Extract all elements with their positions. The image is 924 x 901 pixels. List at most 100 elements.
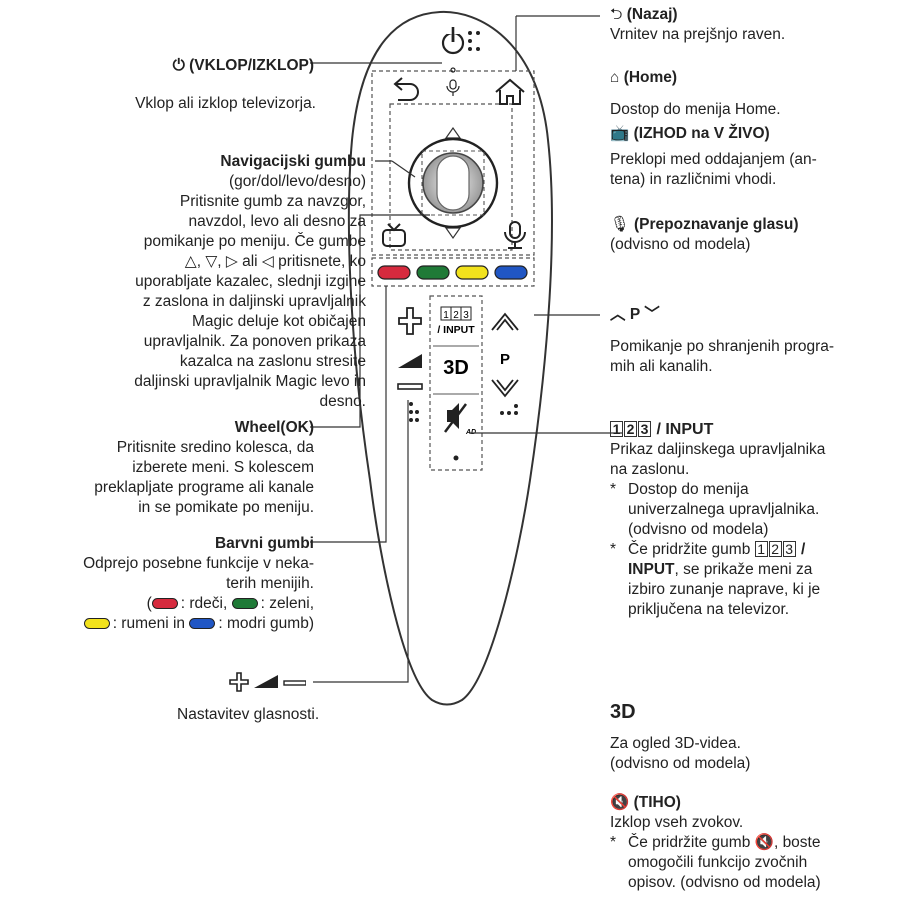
mute-inline-icon: 🔇 [754,834,774,851]
program-line: Pomikanje po shranjenih progra- [610,338,835,355]
wheel-line: izberete meni. S kolescem [132,459,314,476]
color-legend-row-2: : rumeni in : modri gumb) [0,614,314,634]
threed-button[interactable]: 3D [443,357,469,379]
wheel-inner-box [421,150,485,216]
yellow-swatch [83,618,110,630]
navigation-title: Navigacijski gumbu [220,153,366,170]
navigation-line: navzdol, levo ali desno za [188,213,366,230]
red-button[interactable] [377,265,411,280]
input-digit-1: 1 [443,310,449,321]
program-down-button[interactable] [491,379,519,398]
volume-desc: Nastavitev glasnosti. [177,706,320,723]
digit-box-1: 1 [610,421,623,437]
program-dots-icon [500,404,518,415]
volume-dots-icon [409,402,419,422]
mic-small-icon [446,67,460,96]
power-button[interactable] [441,27,465,55]
navigation-line: Pritisnite gumb za navzgor, [179,193,366,210]
input-digit-3: 3 [463,310,469,321]
wheel-line: preklapljate programe ali kanale [94,479,314,496]
nav-buttons-box [389,103,513,251]
input-bullet-line: (odvisno od modela) [628,521,769,538]
leader-lines [310,15,622,683]
navigation-subtitle: (gor/dol/levo/desno) [229,173,366,190]
blue-button[interactable] [494,265,528,280]
color-buttons-box [371,257,535,287]
live-section: 📺 (IZHOD na V ŽIVO) Preklopi med oddajan… [610,124,920,190]
navigation-line: △, ▽, ▷ ali ◁ pritisnete, ko [184,253,366,270]
power-icon: ⏻ [172,57,190,74]
live-tv-button[interactable] [382,223,406,247]
voice-button[interactable] [504,221,526,249]
program-up-icon: ︿ [610,306,626,323]
navigation-line: kazalca na zaslonu stresite [179,353,366,370]
threed-title: 3D [610,701,636,723]
navigation-line: Magic deluje kot običajen [191,313,366,330]
green-swatch [231,598,258,610]
yellow-button[interactable] [455,265,489,280]
bottom-buttons-box [429,295,483,471]
program-section: ︿ P ﹀ Pomikanje po shranjenih progra-mih… [610,305,920,377]
color-buttons-line: terih menijih. [226,575,314,592]
color-buttons-section: Barvni gumbi Odprejo posebne funkcije v … [0,534,314,634]
volume-down-button[interactable] [397,383,423,390]
volume-icon [398,354,422,368]
home-icon: ⌂ [610,69,620,86]
navigation-line: upravljalnik. Za ponoven prikaza [143,333,366,350]
input-button-label: / INPUT [437,324,475,336]
live-line: tena) in različnimi vhodi. [610,171,777,188]
back-icon: ⮌ [610,6,623,23]
wheel-section: Wheel(OK) Pritisnite sredino kolesca, da… [0,418,314,518]
live-line: Preklopi med oddajanjem (an- [610,151,817,168]
navigation-line: uporabljate kazalec, slednji izgine [135,273,366,290]
navigation-line: daljinski upravljalnik Magic levo in [134,373,366,390]
digit-box-2: 2 [624,421,637,437]
live-tv-icon: 📺 [610,125,630,142]
program-label: P [500,351,510,368]
digit-box-3: 3 [638,421,651,437]
back-section: ⮌ (Nazaj) Vrnitev na prejšnjo raven. [610,6,786,43]
navigation-line: pomikanje po meniju. Če gumbe [143,233,366,250]
power-dots-icon [468,31,480,51]
input-bullet-line: univerzalnega upravljalnika. [628,501,820,518]
navigation-line: z zaslona in daljinski upravljalnik [142,293,366,310]
input-bullet-line: Dostop do menija [628,481,749,498]
voice-section: 🎙 (Prepoznavanje glasu) (odvisno od mode… [610,216,799,253]
mute-icon: 🔇 [610,794,630,811]
home-desc: Dostop do menija Home. [610,101,781,118]
input-button[interactable]: 1 2 3 / INPUT [437,306,475,336]
color-buttons-line: Odprejo posebne funkcije v neka- [83,555,314,572]
top-buttons-box [371,70,535,256]
green-button[interactable] [416,265,450,280]
program-down-icon: ﹀ [644,306,660,323]
color-buttons-title: Barvni gumbi [214,535,314,552]
program-up-button[interactable] [491,312,519,331]
input-line: na zaslonu. [610,461,690,478]
input-digit-2: 2 [453,310,459,321]
navigation-section: Navigacijski gumbu (gor/dol/levo/desno) … [46,152,366,412]
power-desc: Vklop ali izklop televizorja. [135,95,316,112]
remote-body [347,10,553,706]
home-button[interactable] [495,78,525,105]
volume-icon-row [226,670,307,698]
wheel-title: Wheel(OK) [234,419,314,436]
mic-icon: 🎙 [610,216,630,233]
threed-line: (odvisno od modela) [610,755,751,772]
navigation-line: desno. [319,393,366,410]
wheel-line: in se pomikate po meniju. [138,499,314,516]
home-section: ⌂ (Home) [610,69,678,86]
color-legend-row-1: (: rdeči, : zeleni, [146,595,314,612]
threed-line: Za ogled 3D-videa. [610,735,741,752]
red-swatch [151,598,178,610]
wheel-line: Pritisnite sredino kolesca, da [116,439,314,456]
volume-up-button[interactable] [398,307,422,335]
threed-section: 3D Za ogled 3D-videa. (odvisno od modela) [610,702,920,774]
program-line: mih ali kanalih. [610,358,713,375]
input-line: Prikaz daljinskega upravljalnika [610,441,826,458]
mute-section: 🔇 (TIHO) Izklop vseh zvokov. * Če pridrž… [610,794,821,891]
back-button[interactable] [393,77,419,101]
